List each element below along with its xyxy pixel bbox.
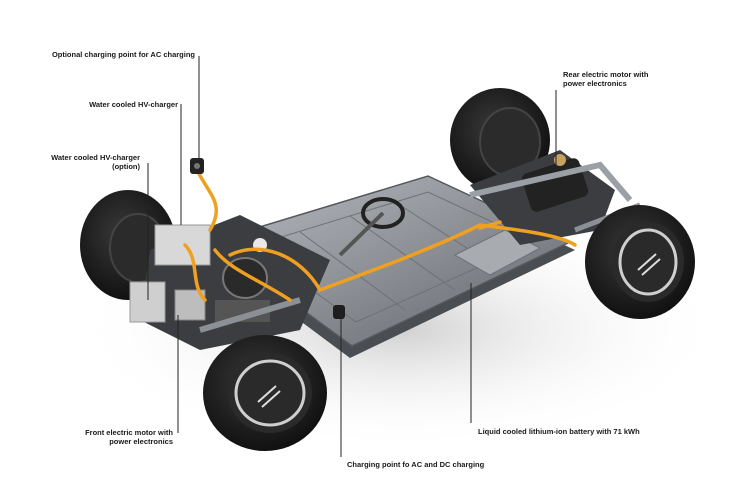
label-hv-charger-option: Water cooled HV-charger (option) [51, 153, 140, 171]
label-ac-dc-charging-point: Charging point fo AC and DC charging [347, 460, 485, 469]
label-front-motor: Front electric motor with power electron… [85, 428, 173, 446]
label-hv-charger: Water cooled HV-charger [89, 100, 178, 109]
ac-dc-charging-socket [333, 305, 345, 319]
hv-cables [183, 170, 577, 302]
rear-right-wheel [585, 205, 695, 319]
label-rear-motor: Rear electric motor with power electroni… [563, 70, 649, 88]
front-right-wheel [203, 335, 327, 451]
leader-lines [147, 56, 557, 457]
steering-wheel [338, 197, 405, 257]
rear-motor-assembly [469, 150, 641, 245]
label-battery: Liquid cooled lithium-ion battery with 7… [478, 427, 640, 436]
label-ac-charging-point: Optional charging point for AC charging [51, 50, 195, 59]
ac-charging-socket [190, 158, 204, 174]
